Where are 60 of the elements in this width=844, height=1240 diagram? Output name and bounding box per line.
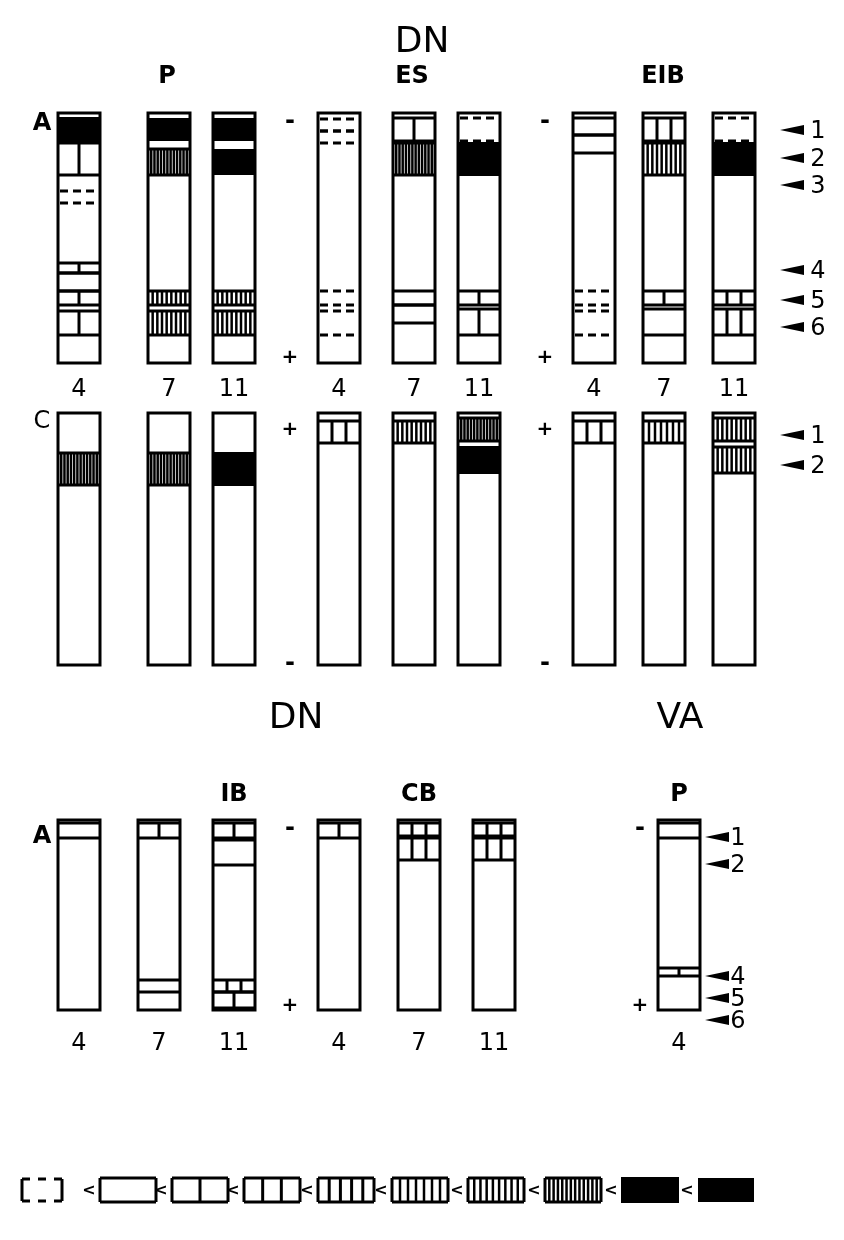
lane-number: 7 (151, 1030, 167, 1054)
band-number: 5 (730, 986, 746, 1010)
band-number: 5 (810, 288, 826, 312)
lane-number: 11 (218, 1030, 250, 1054)
group-label: P (670, 781, 688, 805)
polarity-sign: + (281, 994, 299, 1014)
lane-number: 7 (161, 376, 177, 400)
band-number: 6 (810, 315, 826, 339)
lane-number: 4 (586, 376, 602, 400)
group-label: IB (220, 781, 248, 805)
band-number: 4 (730, 964, 746, 988)
less-than-sign: < (300, 1182, 314, 1198)
row-label: C (33, 408, 51, 432)
row-label: A (32, 823, 52, 847)
polarity-sign: - (540, 108, 550, 132)
group-label: P (158, 63, 176, 87)
polarity-sign: - (285, 650, 295, 674)
heading: DN (394, 22, 450, 58)
lane-number: 7 (656, 376, 672, 400)
lane-number: 11 (718, 376, 750, 400)
band-number: 1 (810, 423, 826, 447)
less-than-sign: < (604, 1182, 618, 1198)
band-number: 1 (730, 825, 746, 849)
polarity-sign: - (285, 108, 295, 132)
polarity-sign: + (631, 994, 649, 1014)
lane-number: 11 (478, 1030, 510, 1054)
lane-number: 11 (463, 376, 495, 400)
lane-number: 4 (671, 1030, 687, 1054)
polarity-sign: + (281, 418, 299, 438)
less-than-sign: < (82, 1182, 96, 1198)
lane-number: 4 (71, 376, 87, 400)
band-number: 3 (810, 173, 826, 197)
lane-number: 7 (406, 376, 422, 400)
band-number: 2 (730, 852, 746, 876)
polarity-sign: - (540, 650, 550, 674)
polarity-sign: + (536, 418, 554, 438)
polarity-sign: - (635, 815, 645, 839)
polarity-sign: - (285, 815, 295, 839)
lane-number: 7 (411, 1030, 427, 1054)
lane-number: 4 (331, 376, 347, 400)
heading: DN (268, 698, 324, 734)
polarity-sign: + (281, 346, 299, 366)
group-label: ES (395, 63, 429, 87)
band-number: 2 (810, 146, 826, 170)
less-than-sign: < (374, 1182, 388, 1198)
band-number: 6 (730, 1008, 746, 1032)
row-label: A (32, 110, 52, 134)
less-than-sign: < (527, 1182, 541, 1198)
lane-number: 4 (331, 1030, 347, 1054)
lane-number: 4 (71, 1030, 87, 1054)
less-than-sign: < (450, 1182, 464, 1198)
group-label: EIB (641, 63, 685, 87)
polarity-sign: + (536, 346, 554, 366)
band-number: 1 (810, 118, 826, 142)
band-number: 2 (810, 453, 826, 477)
less-than-sign: < (680, 1182, 694, 1198)
lane-number: 11 (218, 376, 250, 400)
group-label: CB (401, 781, 437, 805)
heading: VA (656, 698, 704, 734)
band-number: 4 (810, 258, 826, 282)
